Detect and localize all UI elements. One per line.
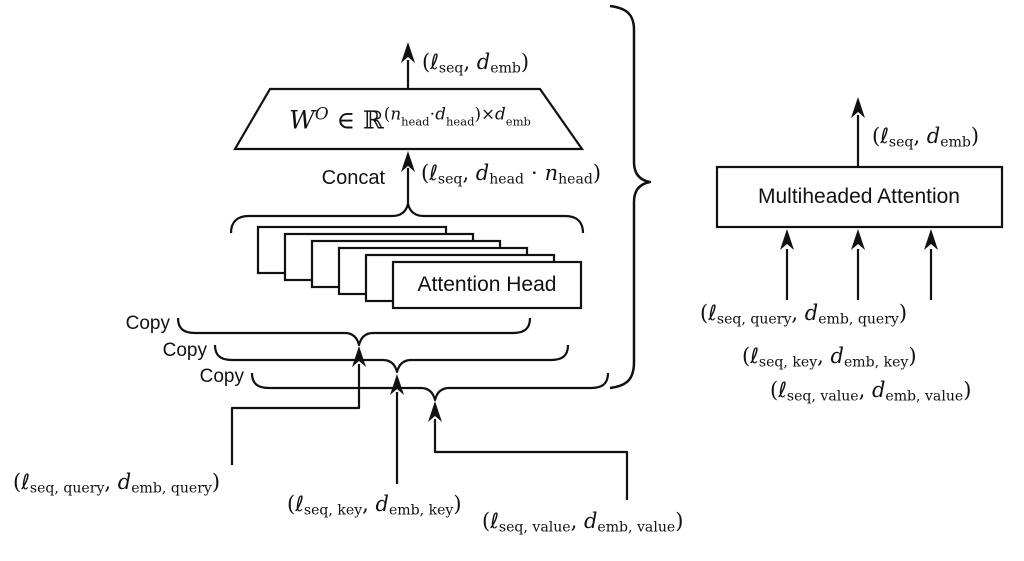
input-arrow-value-right	[924, 229, 938, 300]
multiheaded-attention-label: Multiheaded Attention	[758, 184, 960, 208]
copy-label-2: Copy	[162, 340, 207, 361]
query-shape-label-right: (ℓseq, query, demb, query)	[700, 301, 908, 328]
attention-head-stack	[256, 225, 583, 310]
copy-brace-query	[176, 317, 532, 347]
copy-brace-key	[213, 344, 570, 374]
output-shape-label-left: (ℓseq, demb)	[422, 50, 530, 77]
heads-overbrace	[229, 202, 585, 234]
attention-head-box-front	[391, 260, 583, 310]
query-shape-label-left: (ℓseq, query, demb, query)	[13, 470, 221, 497]
input-arrow-query-right	[780, 229, 794, 300]
input-arrow-key-right	[851, 229, 865, 300]
output-shape-label-right: (ℓseq, demb)	[872, 124, 980, 151]
key-shape-label-right: (ℓseq, key, demb, key)	[742, 344, 917, 371]
key-input-line	[390, 374, 404, 484]
grouping-brace	[609, 4, 652, 390]
multiheaded-attention-box	[715, 165, 1004, 229]
copy-label-3: Copy	[199, 366, 244, 387]
projection-trapezoid	[233, 87, 585, 151]
copy-brace-value	[250, 372, 610, 402]
concat-label: Concat	[321, 167, 385, 189]
copy-label-1: Copy	[125, 313, 170, 334]
concat-shape-label: (ℓseq, dhead ⋅ nhead)	[421, 161, 602, 188]
value-shape-label-left: (ℓseq, value, demb, value)	[482, 509, 684, 536]
output-arrow-right	[851, 97, 865, 167]
query-input-line	[230, 346, 366, 465]
concat-arrow	[401, 151, 415, 205]
projection-label: WO ∈ ℝ(nhead⋅dhead)×demb	[289, 103, 531, 135]
attention-head-label: Attention Head	[417, 272, 557, 296]
value-input-line	[428, 401, 629, 500]
key-shape-label-left: (ℓseq, key, demb, key)	[287, 492, 462, 519]
value-shape-label-right: (ℓseq, value, demb, value)	[770, 378, 972, 405]
output-arrow-left	[401, 42, 415, 89]
